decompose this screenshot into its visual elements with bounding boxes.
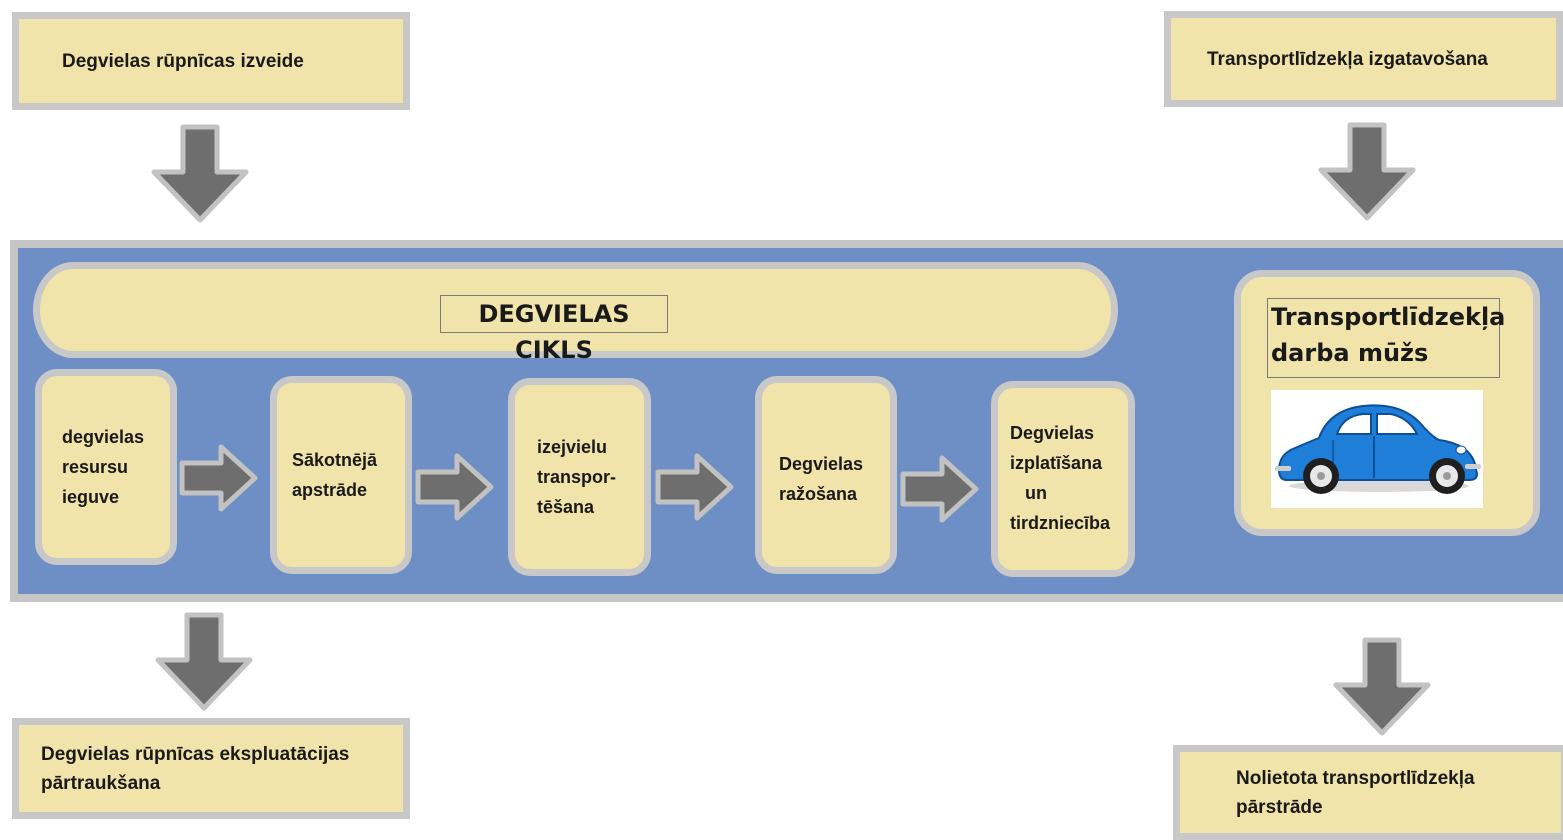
car-image — [1271, 390, 1483, 508]
right-arrow-icon — [655, 453, 734, 521]
right-arrow-icon — [415, 453, 494, 521]
box-fuel-plant-decommissioning: Degvielas rūpnīcas ekspluatācijas pārtra… — [12, 718, 410, 819]
stage-label: izejvielu transpor- tēšana — [537, 437, 617, 517]
stage-label: degvielas resursu ieguve — [62, 427, 145, 507]
box-label: Degvielas rūpnīcas izveide — [62, 50, 304, 72]
stage-label: Degvielas ražošana — [779, 454, 864, 504]
box-vehicle-manufacturing: Transportlīdzekļa izgatavošana — [1164, 11, 1563, 107]
vehicle-lifetime-title: Transportlīdzekļa darba mūžs — [1267, 298, 1505, 378]
down-arrow-icon — [151, 124, 249, 223]
stage-resource-extraction: degvielas resursu ieguve — [35, 369, 177, 565]
fuel-cycle-title: DEGVIELAS CIKLS — [440, 295, 668, 364]
stage-distribution-retail: Degvielas izplatīšana un tirdzniecība — [991, 381, 1135, 577]
stage-label: Sākotnējā apstrāde — [292, 450, 378, 500]
box-fuel-plant-construction: Degvielas rūpnīcas izveide — [12, 12, 410, 110]
box-label: Degvielas rūpnīcas ekspluatācijas pārtra… — [41, 743, 350, 794]
down-arrow-icon — [155, 612, 253, 711]
down-arrow-icon — [1333, 637, 1431, 736]
stage-raw-material-transport: izejvielu transpor- tēšana — [508, 378, 651, 576]
right-arrow-icon — [900, 455, 979, 523]
right-arrow-icon — [179, 444, 258, 512]
box-vehicle-recycling: Nolietota transportlīdzekļa pārstrāde — [1173, 745, 1563, 840]
box-label: Transportlīdzekļa izgatavošana — [1207, 48, 1488, 70]
stage-label: Degvielas izplatīšana un tirdzniecība — [1010, 423, 1111, 533]
stage-initial-processing: Sākotnējā apstrāde — [270, 376, 412, 574]
stage-fuel-production: Degvielas ražošana — [755, 376, 897, 574]
box-label: Nolietota transportlīdzekļa pārstrāde — [1236, 767, 1475, 818]
down-arrow-icon — [1318, 122, 1416, 221]
fuel-cycle-title-pill — [33, 262, 1118, 358]
car-icon — [1275, 404, 1481, 494]
